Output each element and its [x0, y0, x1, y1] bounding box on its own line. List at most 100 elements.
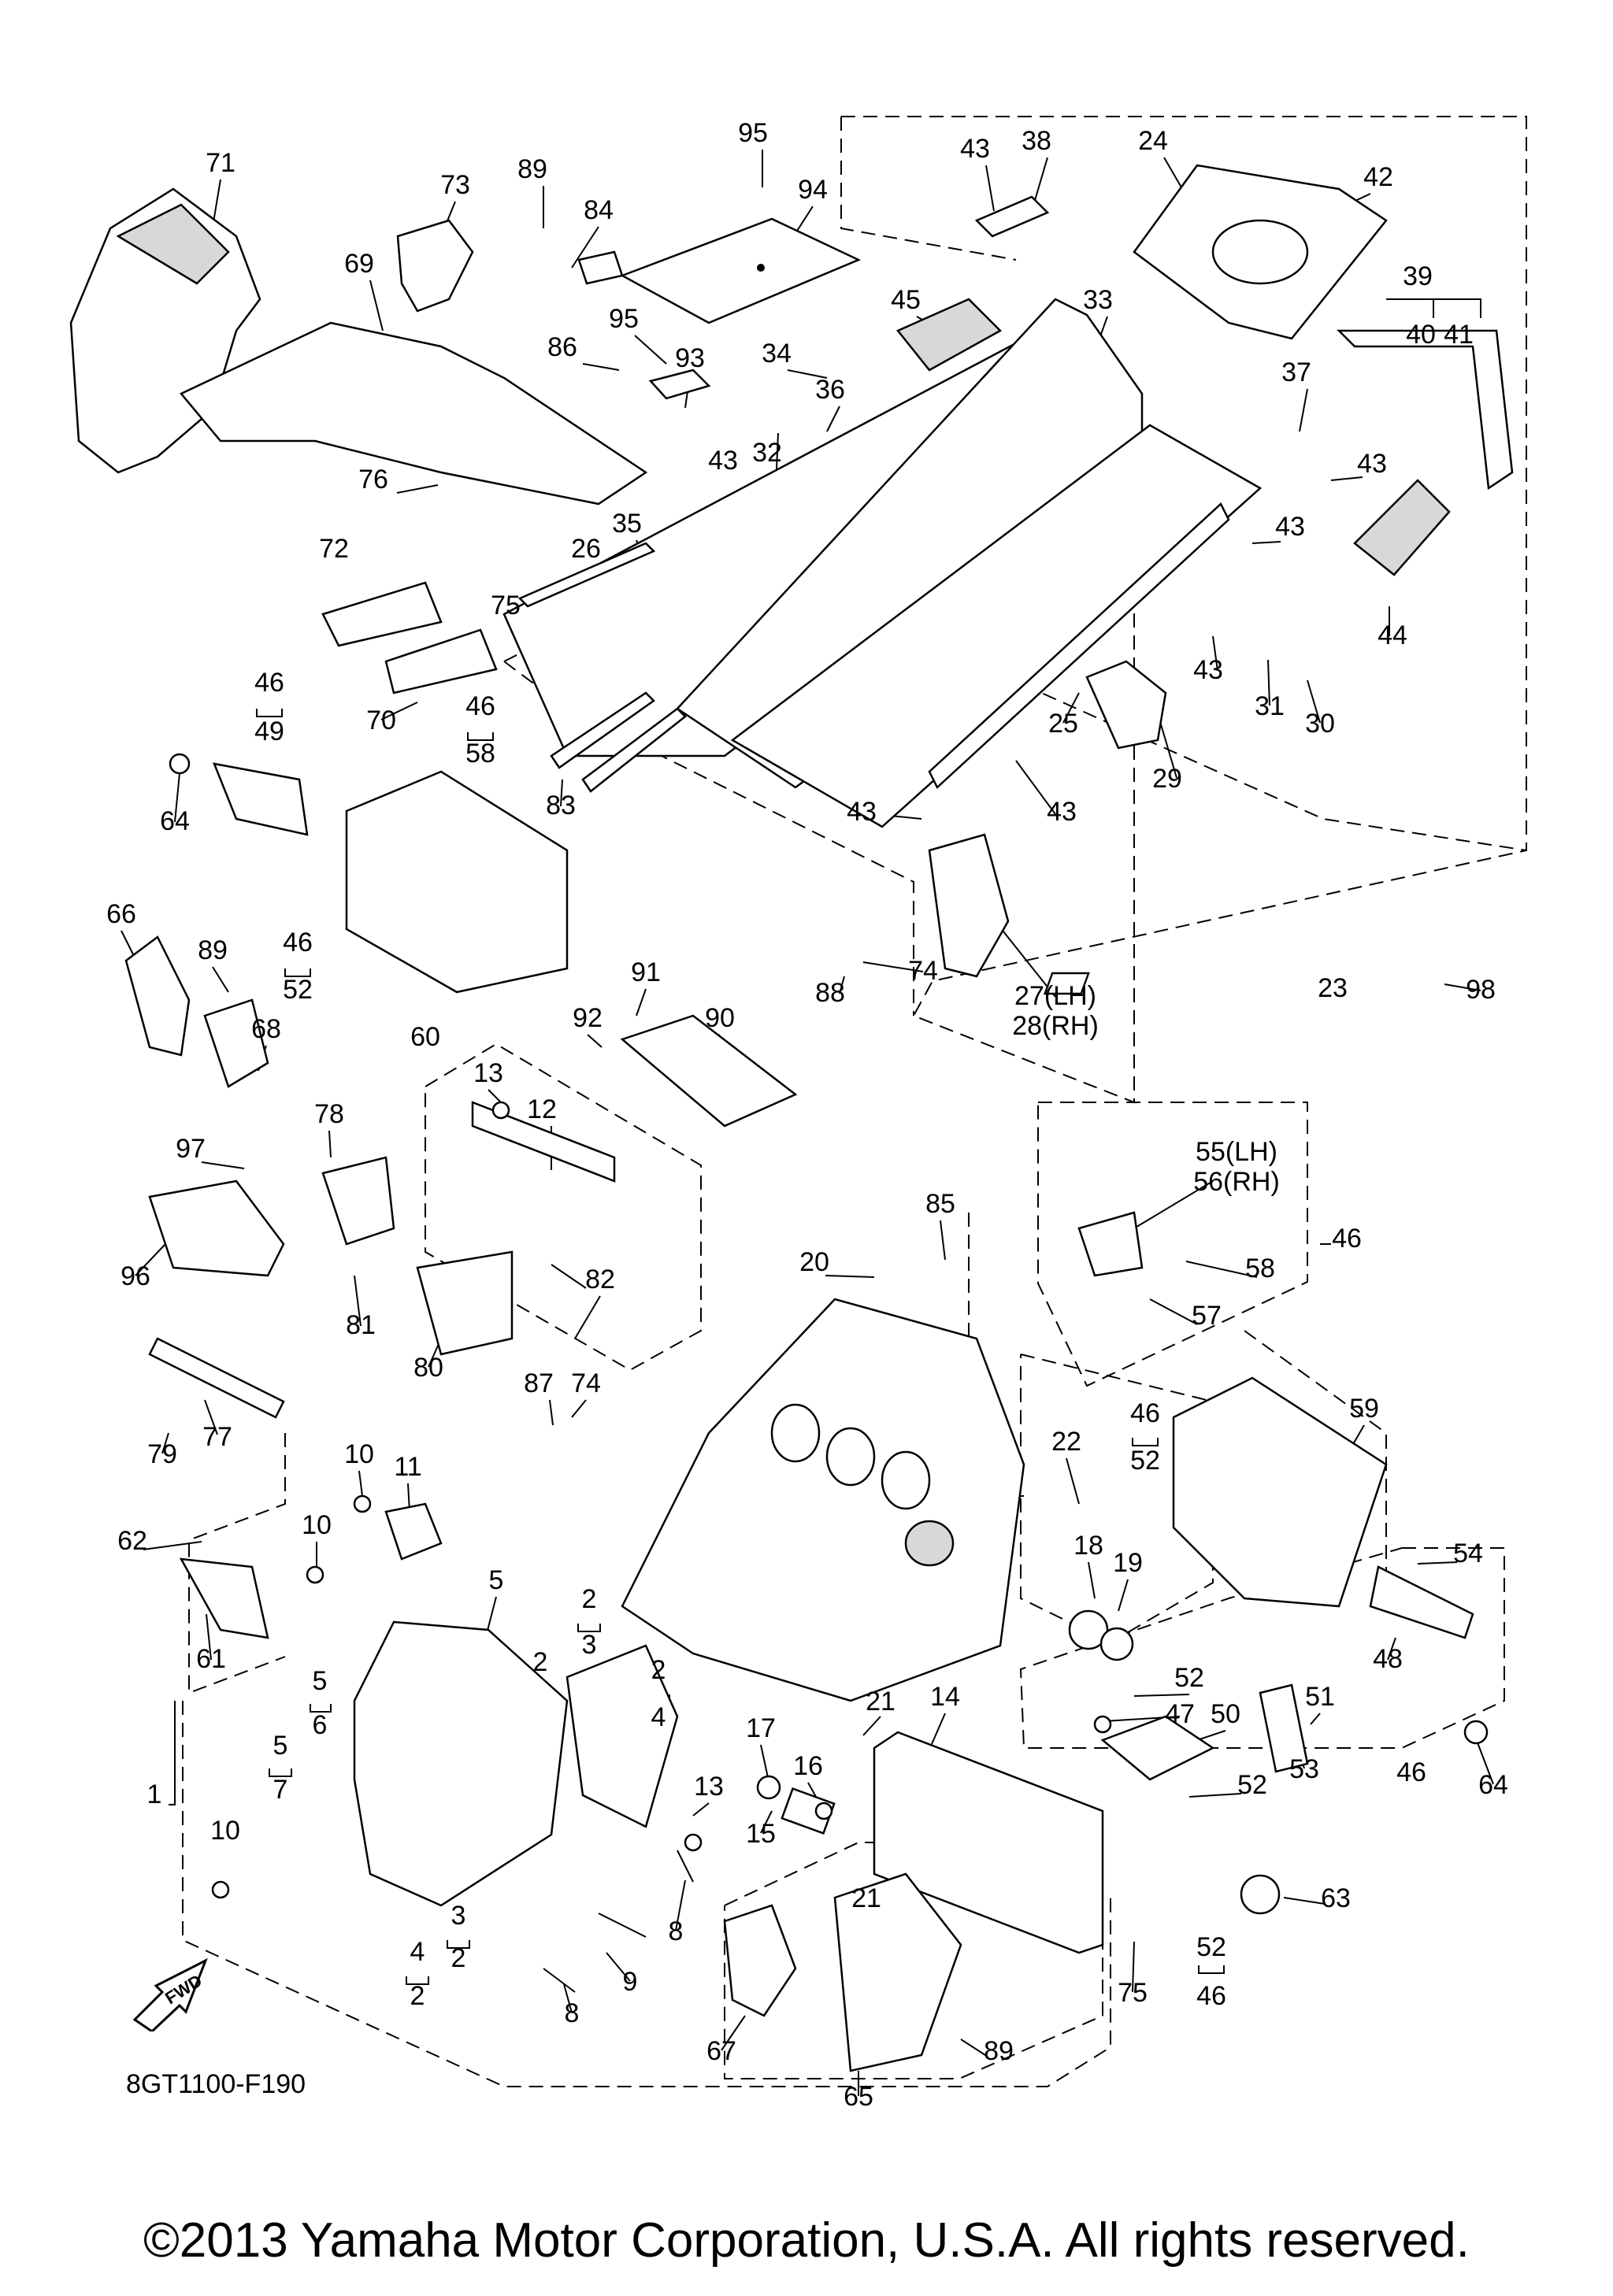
callout-c84: 84 [584, 195, 614, 225]
callout-c18: 18 [1073, 1531, 1103, 1561]
part-14-heat-exchanger [873, 1731, 1104, 1954]
callout-c71: 71 [206, 148, 235, 178]
callout-c46b: 46 [465, 691, 495, 721]
callout-c83: 83 [546, 791, 576, 820]
callout-c46a: 46 [254, 668, 284, 698]
callout-c42: 42 [1363, 162, 1393, 192]
callout-c30: 30 [1305, 709, 1335, 739]
callout-c74a: 74 [908, 956, 938, 986]
callout-c51: 51 [1305, 1682, 1335, 1712]
callout-c43e: 43 [1193, 655, 1223, 685]
callout-c21b: 21 [851, 1883, 881, 1913]
callout-c65: 65 [844, 2082, 873, 2112]
part-69-panel [180, 321, 648, 505]
callout-c3b: 3 [451, 1901, 466, 1931]
callout-c10c: 10 [210, 1816, 240, 1846]
callout-c17: 17 [746, 1713, 776, 1743]
callout-c7: 7 [273, 1775, 288, 1805]
callout-c8a: 8 [669, 1916, 684, 1946]
callout-c41: 41 [1444, 320, 1474, 350]
callout-c22: 22 [1051, 1427, 1081, 1457]
parts [69, 164, 1514, 2072]
callout-c4a: 4 [651, 1702, 666, 1732]
callout-c64b: 64 [1478, 1770, 1508, 1800]
callout-c5a: 5 [489, 1565, 504, 1595]
part-1-front-frame [353, 1620, 569, 1907]
callout-c57: 57 [1192, 1301, 1222, 1331]
callout-c43b: 43 [960, 134, 990, 164]
callout-c52d: 52 [1237, 1770, 1267, 1800]
callout-c89a: 89 [517, 154, 547, 184]
callout-c5c: 5 [273, 1731, 288, 1761]
callout-c72: 72 [319, 534, 349, 564]
callout-c53: 53 [1289, 1754, 1319, 1784]
callout-c12: 12 [527, 1094, 557, 1124]
callout-c52a: 52 [283, 975, 313, 1005]
callout-c1: 1 [147, 1779, 162, 1809]
callout-c37: 37 [1281, 357, 1311, 387]
callout-c33: 33 [1083, 285, 1113, 315]
callout-c14: 14 [930, 1682, 960, 1712]
callout-c89b: 89 [198, 935, 228, 965]
callout-c32: 32 [752, 438, 782, 468]
callout-c52b: 52 [1130, 1446, 1160, 1476]
callout-c54: 54 [1453, 1539, 1483, 1568]
callout-c2e: 2 [410, 1981, 425, 2011]
callout-c80: 80 [413, 1353, 443, 1383]
callout-c4b: 4 [410, 1937, 425, 1967]
callout-c95b: 95 [609, 304, 639, 334]
callout-c81: 81 [346, 1310, 376, 1340]
callout-c43a: 43 [708, 446, 738, 476]
callout-c95a: 95 [738, 118, 768, 148]
diagram-code: 8GT1100-F190 [126, 2069, 306, 2099]
callout-c23: 23 [1318, 973, 1348, 1003]
callout-c48: 48 [1373, 1644, 1403, 1674]
callout-c93: 93 [675, 343, 705, 373]
callout-c11: 11 [394, 1452, 421, 1482]
callout-c43d: 43 [1275, 512, 1305, 542]
callout-c92: 92 [573, 1003, 603, 1033]
callout-c52c: 52 [1174, 1663, 1204, 1693]
callout-c77: 77 [202, 1422, 232, 1452]
callout-c50: 50 [1211, 1699, 1240, 1729]
callout-c75b: 75 [1118, 1978, 1148, 2008]
callout-c59: 59 [1349, 1394, 1379, 1424]
callout-c47: 47 [1165, 1699, 1195, 1729]
callout-c19: 19 [1113, 1548, 1143, 1578]
callout-c52e: 52 [1196, 1932, 1226, 1962]
callout-c24: 24 [1138, 126, 1168, 156]
part-60-box [345, 770, 569, 994]
callout-c28: 28(RH) [1012, 1011, 1099, 1041]
callout-c15: 15 [746, 1819, 776, 1849]
callout-c64a: 64 [160, 806, 190, 836]
callout-c76: 76 [358, 465, 388, 494]
callout-c2c: 2 [651, 1655, 666, 1685]
callout-c91: 91 [631, 957, 661, 987]
callout-c97: 97 [176, 1134, 206, 1164]
assembly-outlines [182, 116, 1527, 2087]
part-94-plate [620, 217, 862, 324]
callout-c63: 63 [1321, 1883, 1351, 1913]
callout-c3a: 3 [582, 1630, 597, 1660]
callout-c62: 62 [117, 1526, 147, 1556]
callout-c46g: 46 [1196, 1981, 1226, 2011]
callout-c98: 98 [1466, 975, 1496, 1005]
callout-c2b: 2 [533, 1647, 548, 1677]
callout-c45: 45 [891, 285, 921, 315]
callout-c58a: 58 [465, 739, 495, 768]
callout-c34: 34 [762, 339, 792, 368]
callout-c10b: 10 [302, 1510, 332, 1540]
callout-c79: 79 [147, 1439, 177, 1469]
callout-c9: 9 [623, 1967, 638, 1997]
callout-c6: 6 [313, 1710, 328, 1740]
callout-c13a: 13 [473, 1058, 503, 1088]
callout-c25: 25 [1048, 709, 1078, 739]
callout-c5b: 5 [313, 1666, 328, 1696]
callout-c74b: 74 [571, 1368, 601, 1398]
callout-c46d: 46 [1332, 1224, 1362, 1254]
callout-c38: 38 [1022, 126, 1051, 156]
callout-c46c: 46 [283, 928, 313, 957]
callout-c89c: 89 [984, 2036, 1014, 2066]
part-73-bracket [396, 219, 474, 313]
